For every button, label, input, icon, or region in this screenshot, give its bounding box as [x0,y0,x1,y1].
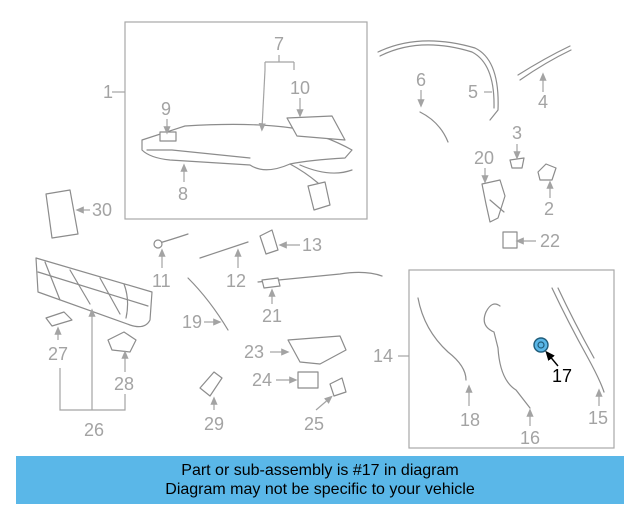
callout-16: 16 [520,428,540,448]
callout-29: 29 [204,414,224,434]
callout-2: 2 [544,199,554,219]
windshield-seal [377,40,499,121]
callout-22: 22 [540,231,560,251]
highlighted-part-17[interactable] [533,337,549,353]
parts-diagram: 1 7 10 9 8 5 4 6 3 2 20 22 30 [35,21,615,449]
actuator-24 [297,371,319,389]
callout-11: 11 [152,271,171,291]
info-banner: Part or sub-assembly is #17 in diagram D… [16,456,624,504]
handle-29 [199,371,223,397]
callout-15: 15 [588,408,608,428]
callout-26: 26 [84,420,104,440]
a-pillar-seal [517,45,571,76]
callout-8: 8 [178,184,188,204]
bracket-13 [259,229,279,255]
cable-16 [483,311,531,409]
callout-1: 1 [103,82,113,102]
callout-21: 21 [262,306,282,326]
cable-18 [417,297,467,381]
roof-clip [159,131,177,142]
cable-21 [257,271,383,283]
callout-20: 20 [474,148,494,168]
switch-part [502,231,518,249]
banner-line-2: Diagram may not be specific to your vehi… [165,481,475,498]
callout-3: 3 [512,123,522,143]
callout-27: 27 [48,344,68,364]
group-box-1 [124,21,368,220]
callout-4: 4 [538,92,548,112]
callout-28: 28 [114,374,134,394]
cover-23 [287,335,347,365]
callout-17: 17 [552,366,572,386]
deflector-bracket [45,311,73,327]
callout-18: 18 [460,410,480,430]
callout-23: 23 [244,342,264,362]
callout-14: 14 [373,346,393,366]
callout-12: 12 [226,271,246,291]
rod-12 [199,241,249,259]
frame-bracket [307,181,331,211]
callout-6: 6 [416,70,426,90]
callout-19: 19 [182,312,202,332]
hinge-bracket [537,163,557,181]
side-seal [419,111,449,143]
callout-5: 5 [468,82,478,102]
strip-15 [551,287,605,393]
banner-line-1: Part or sub-assembly is #17 in diagram [181,462,459,479]
callout-13: 13 [302,235,322,255]
callout-9: 9 [161,99,171,119]
callout-30: 30 [92,200,112,220]
pin-part [509,157,525,169]
callout-25: 25 [304,414,324,434]
trim-strip-19 [187,277,229,331]
clip-25 [329,377,347,397]
callout-7: 7 [274,34,284,54]
wind-deflector [35,257,153,328]
callout-24: 24 [252,370,272,390]
rear-window [286,115,346,141]
latch-assembly [481,179,506,223]
callout-10: 10 [290,78,310,98]
cover-panel [45,189,79,239]
group-box-14 [408,269,615,449]
deflector-mount [107,331,137,353]
